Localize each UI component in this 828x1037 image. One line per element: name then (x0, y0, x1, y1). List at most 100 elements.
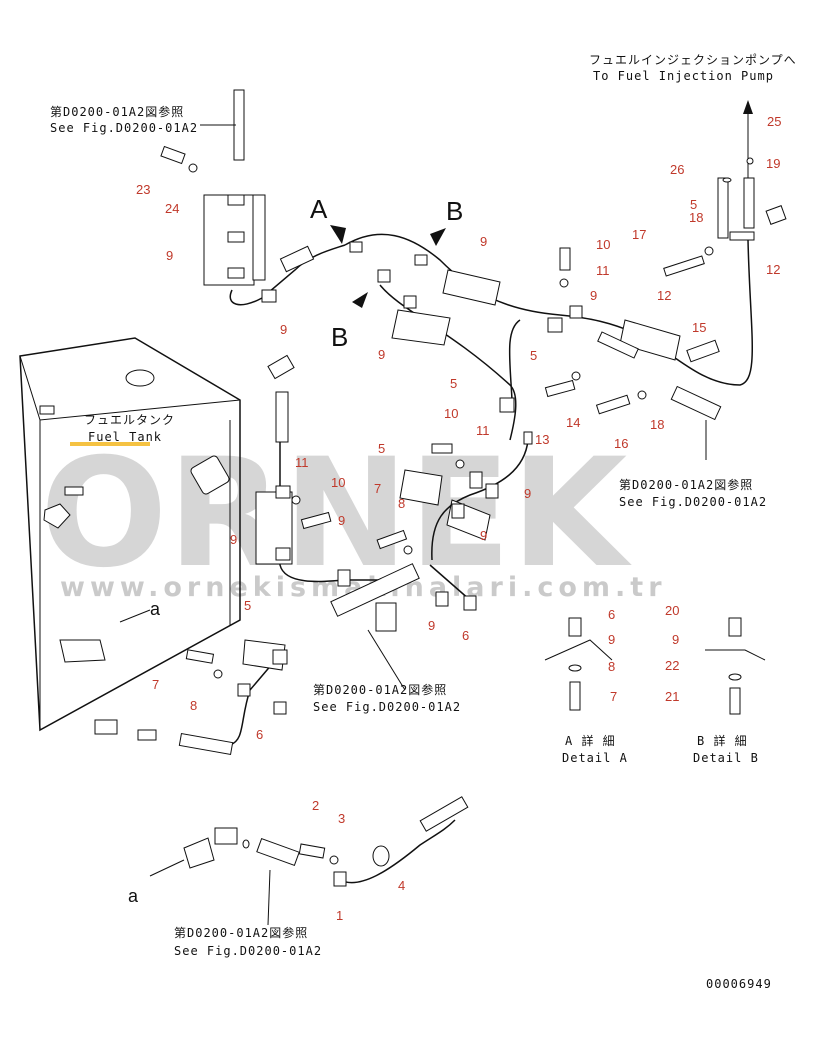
text-labels: フュエルインジェクションポンプへ To Fuel Injection Pump … (50, 53, 797, 991)
pump-label-en: To Fuel Injection Pump (593, 69, 774, 83)
tank-fitting-icon (39, 405, 55, 415)
ref3-en: See Fig.D0200-01A2 (313, 700, 461, 714)
hose-lower (178, 732, 234, 756)
callout-26: 26 (670, 162, 684, 177)
watermark-brand: ORNEK (40, 427, 632, 601)
callout-9-a: 9 (166, 248, 173, 263)
callout-5-b: 5 (530, 348, 537, 363)
washer-11-mid (455, 459, 465, 469)
gauge-plate-icon (190, 455, 230, 495)
callout-9-c: 9 (378, 347, 385, 362)
view-label-a: A (310, 194, 328, 224)
washer-18-mid (637, 390, 647, 400)
view-arrow-a-icon (330, 225, 346, 244)
clamp-t1 (275, 485, 291, 499)
tank-elbow (267, 354, 295, 380)
clamp-l4 (261, 289, 277, 303)
components (59, 89, 787, 887)
clamp-mid-c (451, 503, 465, 519)
watermark: ORNEK www.ornekismakinalari.com.tr (40, 427, 662, 603)
line-middle (379, 284, 517, 441)
pump-arrow-icon (743, 100, 753, 114)
clamp-5-mid (547, 317, 563, 333)
callout-12-a: 12 (766, 262, 780, 277)
callout-23: 23 (136, 182, 150, 197)
clamp-9-right (569, 305, 583, 319)
clamp-9-lower (237, 683, 251, 697)
ref1-en: See Fig.D0200-01A2 (50, 121, 198, 135)
clamp-6-lower (273, 701, 287, 715)
callout-9-k: 9 (608, 632, 615, 647)
hose-19 (743, 177, 755, 229)
hose-fitting-right (670, 385, 722, 421)
bolt-10-top (559, 247, 571, 271)
callout-24: 24 (165, 201, 179, 216)
callout-11-a: 11 (596, 263, 610, 278)
tank-label-jp: フュエルタンク (84, 413, 175, 427)
callout-4: 4 (398, 878, 405, 893)
tank-bracket-icon (43, 503, 71, 529)
washer-3 (329, 855, 339, 865)
ref2-en: See Fig.D0200-01A2 (619, 495, 767, 509)
callout-12-b: 12 (657, 288, 671, 303)
plate-right (619, 319, 681, 361)
callout-6-a: 6 (462, 628, 469, 643)
part-number-callouts: 1 2 3 4 5 5 5 5 5 6 6 6 7 7 7 8 8 8 9 9 … (136, 114, 781, 923)
detail-a-bracket (544, 639, 613, 661)
callout-7-c: 7 (610, 689, 617, 704)
oring-bottom (242, 839, 250, 849)
callout-5-a: 5 (690, 197, 697, 212)
clamp-5-lower (272, 649, 288, 665)
line-mid-down (508, 319, 521, 401)
detail-b-washer (728, 673, 742, 681)
callout-10-a: 10 (596, 237, 610, 252)
clamp-9-filter (435, 591, 449, 607)
ref1-jp: 第D0200-01A2図参照 (50, 104, 184, 119)
tank-tab-icon (64, 486, 84, 496)
leader-a2 (149, 859, 185, 877)
pump-label-jp: フュエルインジェクションポンプへ (589, 53, 797, 67)
connection-label-a1: a (150, 599, 161, 619)
bolt-16 (595, 394, 631, 415)
grommet-4 (372, 845, 390, 867)
callout-22: 22 (665, 658, 679, 673)
callout-7-a: 7 (374, 481, 381, 496)
hose-top-bottom (419, 796, 469, 832)
callout-10-c: 10 (331, 475, 345, 490)
bolt-23 (160, 145, 186, 165)
callout-19: 19 (766, 156, 780, 171)
bolt-7-lower (185, 649, 215, 664)
detail-views (544, 617, 766, 715)
callout-3: 3 (338, 811, 345, 826)
leader-a1 (119, 609, 151, 623)
callout-9-h: 9 (338, 513, 345, 528)
clamp-1 (333, 871, 347, 887)
callout-9-d: 9 (480, 234, 487, 249)
clamp-t2 (275, 547, 291, 561)
clamp-5-right (499, 397, 515, 413)
plate-top (442, 269, 501, 306)
hose-18-top (717, 177, 729, 239)
bolt-17 (663, 255, 705, 277)
tank-top-edge (19, 355, 241, 421)
detail-a-en: Detail A (562, 751, 628, 765)
leader-ref3 (367, 629, 406, 691)
drain-valve (94, 719, 118, 735)
detail-b-clamp (728, 617, 742, 637)
line-filter-out (429, 564, 471, 601)
callout-20: 20 (665, 603, 679, 618)
bolt-2 (298, 843, 326, 859)
view-arrows (330, 225, 446, 308)
detail-b-en: Detail B (693, 751, 759, 765)
washer-8-lower (213, 669, 223, 679)
callout-9-b: 9 (280, 322, 287, 337)
line-right (559, 239, 754, 386)
fuel-filter (330, 563, 420, 617)
callout-5-e: 5 (244, 598, 251, 613)
callout-10-b: 10 (444, 406, 458, 421)
clamp-l2 (227, 231, 245, 243)
elbow-bottom (214, 827, 238, 845)
part-15 (686, 339, 720, 363)
callout-8-c: 8 (608, 659, 615, 674)
